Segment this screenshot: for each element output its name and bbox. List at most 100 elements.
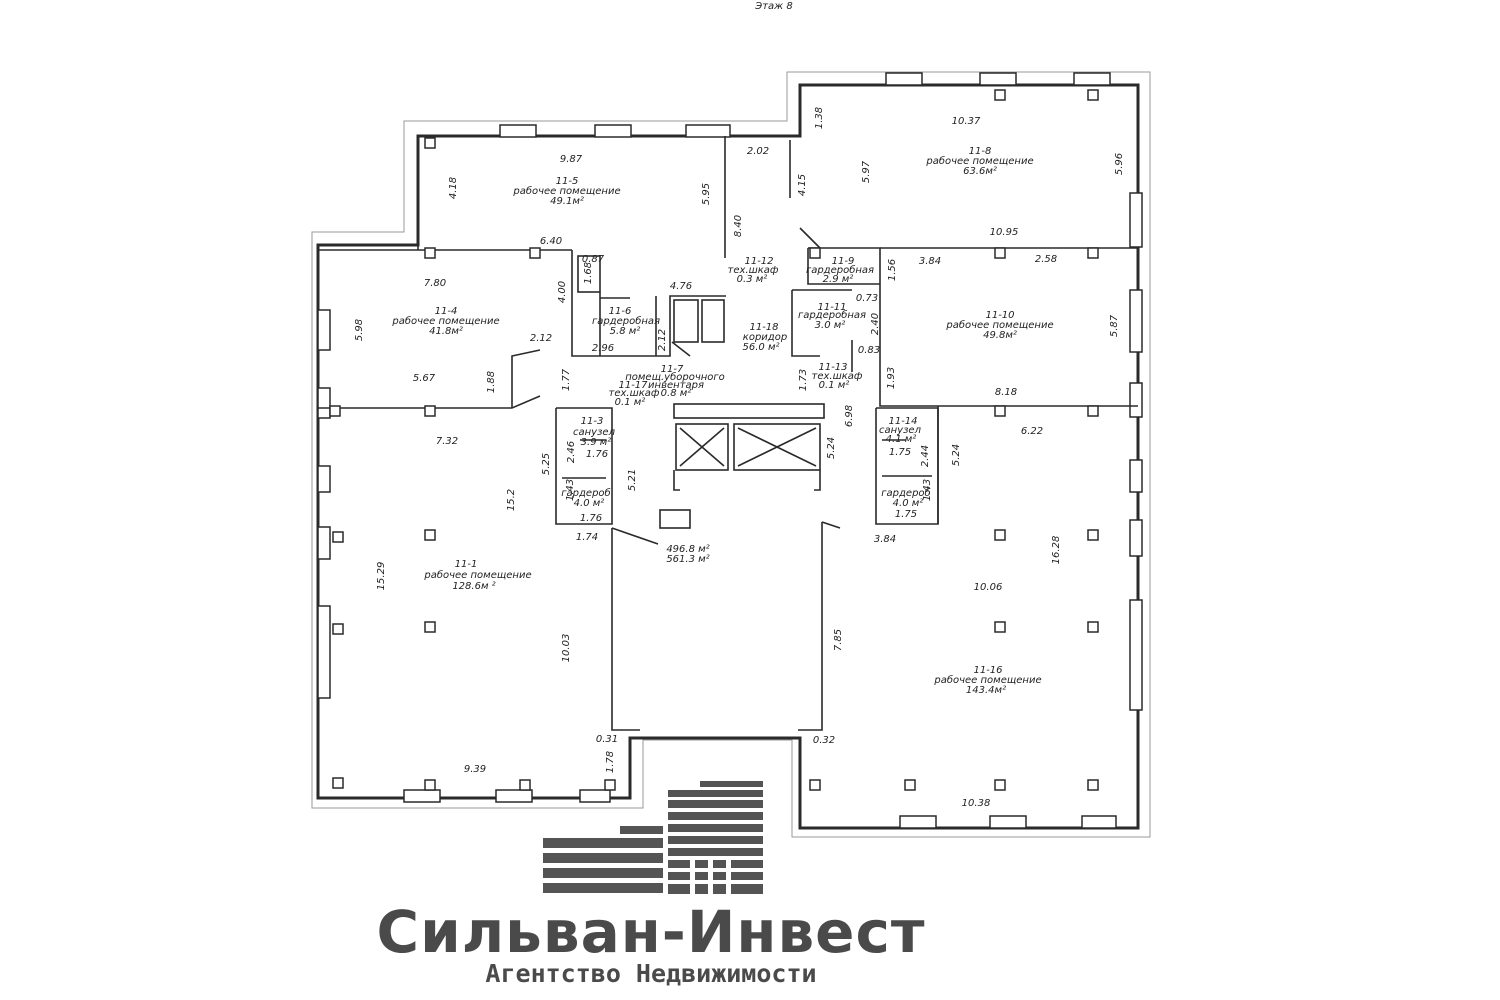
svg-text:2.44: 2.44 (920, 445, 931, 467)
svg-text:0.32: 0.32 (813, 735, 835, 746)
svg-text:10.37: 10.37 (952, 116, 981, 127)
svg-text:63.6м²: 63.6м² (963, 166, 997, 177)
brand-logo-icon (543, 781, 763, 894)
svg-text:7.80: 7.80 (424, 278, 446, 289)
svg-text:11-11: 11-11 (817, 302, 846, 313)
svg-text:5.24: 5.24 (951, 444, 962, 466)
svg-text:0.31: 0.31 (596, 734, 618, 745)
svg-text:1.77: 1.77 (561, 368, 572, 391)
svg-text:561.3 м²: 561.3 м² (666, 554, 709, 565)
svg-text:11-17: 11-17 (618, 380, 648, 391)
svg-text:рабочее помещение: рабочее помещение (391, 315, 499, 327)
room-11-13: 11-13 тех.шкаф 0.1 м² (812, 362, 863, 391)
svg-text:2.12: 2.12 (657, 329, 668, 351)
svg-text:7.85: 7.85 (833, 629, 844, 651)
svg-text:11-12: 11-12 (744, 256, 773, 267)
room-11-7: 11-7 помещ.уборочного инвентаря 0.8 м² (625, 364, 725, 399)
svg-text:рабочее помещение: рабочее помещение (512, 185, 620, 197)
room-11-5: 11-5 рабочее помещение 49.1м² (512, 176, 620, 207)
room-11-10: 11-10 рабочее помещение 49.8м² (945, 310, 1053, 341)
svg-text:11-14: 11-14 (888, 416, 917, 427)
svg-text:11-9: 11-9 (832, 256, 855, 267)
svg-text:5.25: 5.25 (541, 453, 552, 475)
svg-text:2.40: 2.40 (870, 313, 881, 335)
svg-text:тех.шкаф: тех.шкаф (728, 265, 779, 276)
svg-text:11-7: 11-7 (661, 364, 684, 375)
svg-text:тех.шкаф: тех.шкаф (812, 371, 863, 382)
svg-text:0.1 м²: 0.1 м² (615, 397, 646, 408)
room-11-1: 11-1 рабочее помещение 128.6м ² (423, 559, 531, 592)
svg-text:1.73: 1.73 (798, 369, 809, 391)
svg-text:7.32: 7.32 (436, 436, 458, 447)
svg-text:11-18: 11-18 (749, 322, 778, 333)
svg-text:1.43: 1.43 (922, 479, 933, 501)
floor-totals: 496.8 м² 561.3 м² (666, 544, 709, 565)
svg-text:9.87: 9.87 (560, 154, 583, 165)
svg-text:11-4: 11-4 (435, 306, 458, 317)
svg-text:3.9 м²: 3.9 м² (581, 437, 612, 448)
svg-text:2.12: 2.12 (530, 333, 552, 344)
svg-text:10.06: 10.06 (974, 582, 1003, 593)
svg-text:8.18: 8.18 (995, 387, 1017, 398)
svg-text:гардероб: гардероб (561, 487, 610, 499)
outer-walls (311, 71, 1151, 838)
svg-text:6.98: 6.98 (844, 405, 855, 427)
room-11-12: 11-12 тех.шкаф 0.3 м² (728, 256, 779, 285)
svg-text:1.76: 1.76 (580, 513, 602, 524)
svg-text:инвентаря: инвентаря (648, 380, 704, 391)
svg-text:4.0 м²: 4.0 м² (893, 498, 924, 509)
brand-subtitle: Агентство Недвижимости (485, 959, 816, 988)
svg-text:2.58: 2.58 (1035, 254, 1057, 265)
svg-text:коридор: коридор (743, 332, 787, 343)
svg-text:8.40: 8.40 (733, 215, 744, 237)
dimension-labels: 9.87 4.18 5.95 2.02 8.40 1.38 4.15 5.97 … (354, 107, 1125, 809)
svg-text:11-6: 11-6 (609, 306, 632, 317)
room-11-18: 11-18 коридор 56.0 м² (743, 322, 788, 353)
svg-text:4.15: 4.15 (797, 174, 808, 196)
svg-text:2.96: 2.96 (592, 343, 614, 354)
svg-text:15.29: 15.29 (376, 562, 387, 591)
svg-text:496.8 м²: 496.8 м² (666, 544, 709, 555)
svg-text:10.03: 10.03 (561, 634, 572, 663)
svg-text:санузел: санузел (573, 427, 616, 438)
svg-text:4.18: 4.18 (448, 177, 459, 199)
svg-text:11-3: 11-3 (581, 416, 604, 427)
svg-text:128.6м ²: 128.6м ² (452, 581, 495, 592)
svg-text:0.73: 0.73 (856, 293, 878, 304)
svg-text:рабочее помещение: рабочее помещение (945, 319, 1053, 331)
svg-text:1.93: 1.93 (886, 367, 897, 389)
svg-text:3.0 м²: 3.0 м² (815, 320, 846, 331)
svg-text:тех.шкаф: тех.шкаф (609, 388, 660, 399)
room-11-3: 11-3 санузел 3.9 м² (573, 416, 616, 448)
svg-text:1.78: 1.78 (605, 751, 616, 773)
columns (329, 89, 1099, 791)
svg-text:11-16: 11-16 (973, 665, 1002, 676)
svg-text:56.0 м²: 56.0 м² (743, 342, 780, 353)
svg-text:16.28: 16.28 (1051, 536, 1062, 565)
floor-title: Этаж 8 (754, 1, 793, 12)
svg-text:49.8м²: 49.8м² (983, 330, 1017, 341)
svg-text:5.97: 5.97 (861, 160, 872, 183)
svg-text:0.83: 0.83 (858, 345, 880, 356)
svg-text:1.88: 1.88 (486, 371, 497, 393)
svg-text:помещ.уборочного: помещ.уборочного (625, 371, 725, 383)
svg-text:рабочее помещение: рабочее помещение (423, 569, 531, 581)
svg-text:1.76: 1.76 (586, 449, 608, 460)
svg-text:0.8 м²: 0.8 м² (661, 388, 692, 399)
svg-text:рабочее помещение: рабочее помещение (925, 155, 1033, 167)
svg-text:гардеробная: гардеробная (798, 309, 866, 321)
room-11-17: 11-17 тех.шкаф 0.1 м² (609, 380, 660, 408)
svg-text:5.95: 5.95 (701, 183, 712, 205)
svg-text:5.8 м²: 5.8 м² (610, 326, 641, 337)
svg-text:5.21: 5.21 (627, 469, 638, 491)
room-11-8: 11-8 рабочее помещение 63.6м² (925, 146, 1033, 177)
svg-text:гардеробная: гардеробная (806, 264, 874, 276)
svg-text:0.87: 0.87 (582, 254, 605, 265)
room-11-9: 11-9 гардеробная 2.9 м² (806, 256, 874, 285)
svg-text:2.9 м²: 2.9 м² (823, 274, 854, 285)
svg-text:11-8: 11-8 (969, 146, 992, 157)
svg-text:4.76: 4.76 (670, 281, 692, 292)
svg-text:гардероб: гардероб (881, 487, 930, 499)
svg-text:санузел: санузел (879, 425, 922, 436)
